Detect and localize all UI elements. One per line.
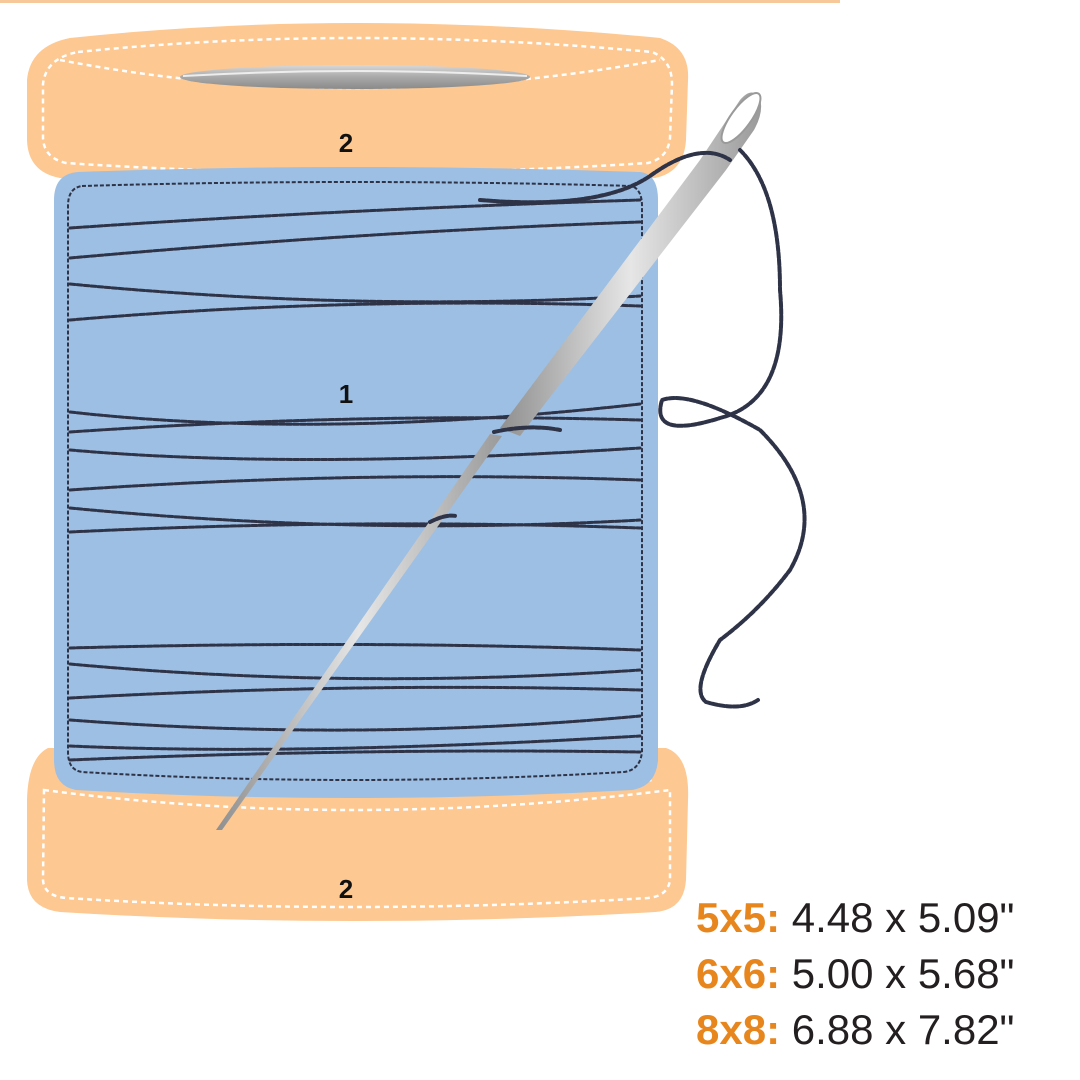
thread-wrap xyxy=(68,282,642,304)
spool-slot-highlight xyxy=(182,70,528,77)
thread-over-needle xyxy=(428,513,458,524)
thread-wrap xyxy=(68,642,642,652)
design-dimensions: 4.48 x 5.09" xyxy=(791,894,1015,941)
hoop-size-label: 8x8: xyxy=(696,1006,781,1053)
thread-wrap xyxy=(68,734,642,751)
top-flange-stitch xyxy=(41,36,674,174)
thread-wrap xyxy=(68,301,642,322)
hoop-size-table: 5x5: 4.48 x 5.09" 6x6: 5.00 x 5.68" 8x8:… xyxy=(696,890,1076,1058)
needle-eye xyxy=(720,92,762,144)
thread-wrap xyxy=(68,662,642,681)
top-edge-line xyxy=(0,0,840,3)
thread-wrap xyxy=(68,475,642,492)
thread-over-needle xyxy=(492,425,562,434)
thread-wrap xyxy=(68,714,642,732)
spool-slot xyxy=(180,65,530,89)
thread-body-piece-number: 1 xyxy=(339,379,353,409)
thread-wrap xyxy=(68,446,642,462)
needle xyxy=(216,92,762,830)
thread-tail xyxy=(658,148,807,709)
bottom-flange-stitch xyxy=(41,788,672,909)
thread-body xyxy=(54,167,658,798)
needle-shaft-upper xyxy=(500,92,762,436)
needle-shaft-lower xyxy=(216,434,502,830)
design-dimensions: 6.88 x 7.82" xyxy=(791,1006,1015,1053)
hoop-size-label: 5x5: xyxy=(696,894,781,941)
thread-wrap xyxy=(68,416,642,434)
thread-wrap xyxy=(68,220,642,260)
size-row-6x6: 6x6: 5.00 x 5.68" xyxy=(696,946,1076,1002)
thread-body-outline-stitch xyxy=(67,181,643,781)
thread-wrap xyxy=(68,522,642,534)
thread-wrap xyxy=(68,685,642,700)
loose-thread xyxy=(428,148,807,709)
size-row-8x8: 8x8: 6.88 x 7.82" xyxy=(696,1002,1076,1058)
thread-wrap xyxy=(68,749,642,762)
size-row-5x5: 5x5: 4.48 x 5.09" xyxy=(696,890,1076,946)
design-dimensions: 5.00 x 5.68" xyxy=(791,950,1015,997)
top-flange xyxy=(27,23,689,188)
hoop-size-label: 6x6: xyxy=(696,950,781,997)
bottom-flange-piece-number: 2 xyxy=(339,874,353,904)
thread-wrap xyxy=(68,402,642,426)
thread-to-eye xyxy=(478,150,732,205)
top-flange-piece-number: 2 xyxy=(339,128,353,158)
top-flange-rim-stitch xyxy=(59,58,661,90)
